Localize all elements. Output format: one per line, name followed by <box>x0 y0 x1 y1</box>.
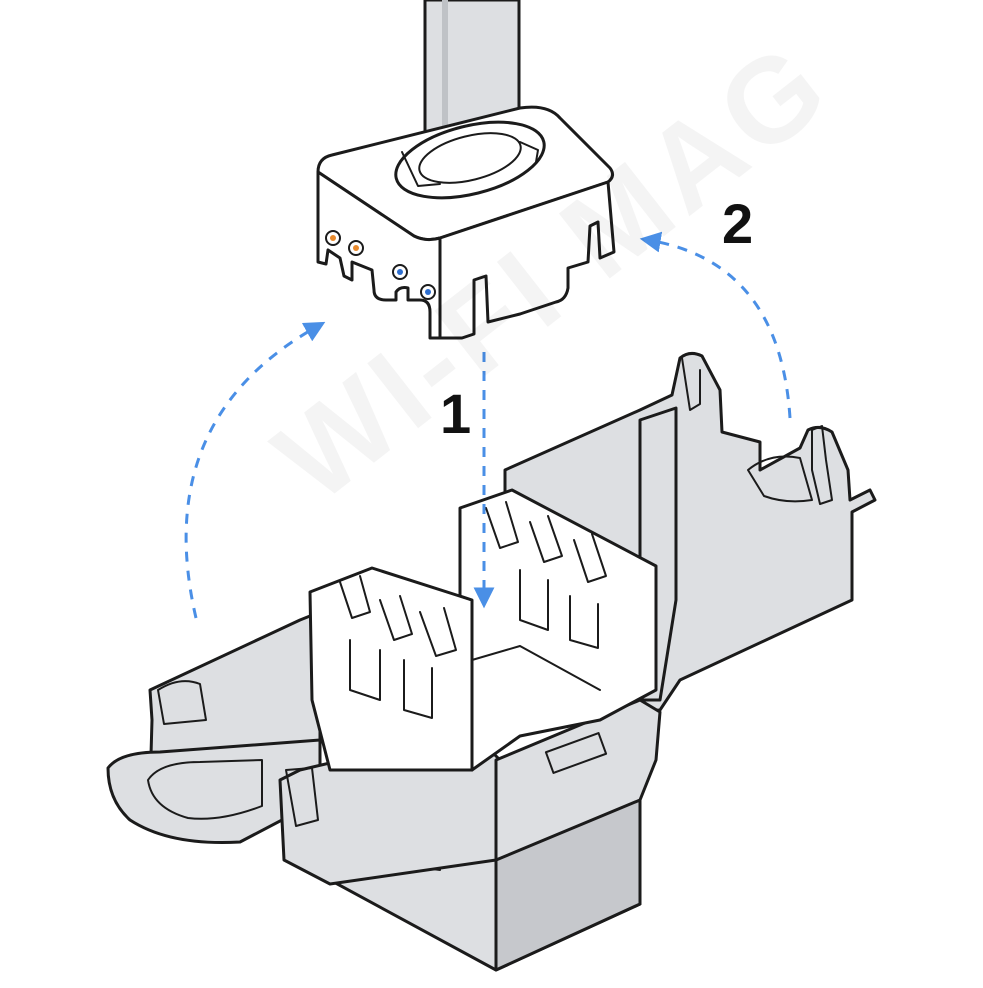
wire-cap <box>316 105 616 340</box>
arrow-step-2 <box>639 231 792 419</box>
wire-contacts <box>325 230 436 300</box>
jack-body <box>308 488 658 772</box>
assembly-arrows <box>184 231 792 619</box>
step-1-label: 1 <box>440 382 472 445</box>
arrow-left-swing <box>184 321 326 619</box>
step-2-label: 2 <box>722 192 754 255</box>
